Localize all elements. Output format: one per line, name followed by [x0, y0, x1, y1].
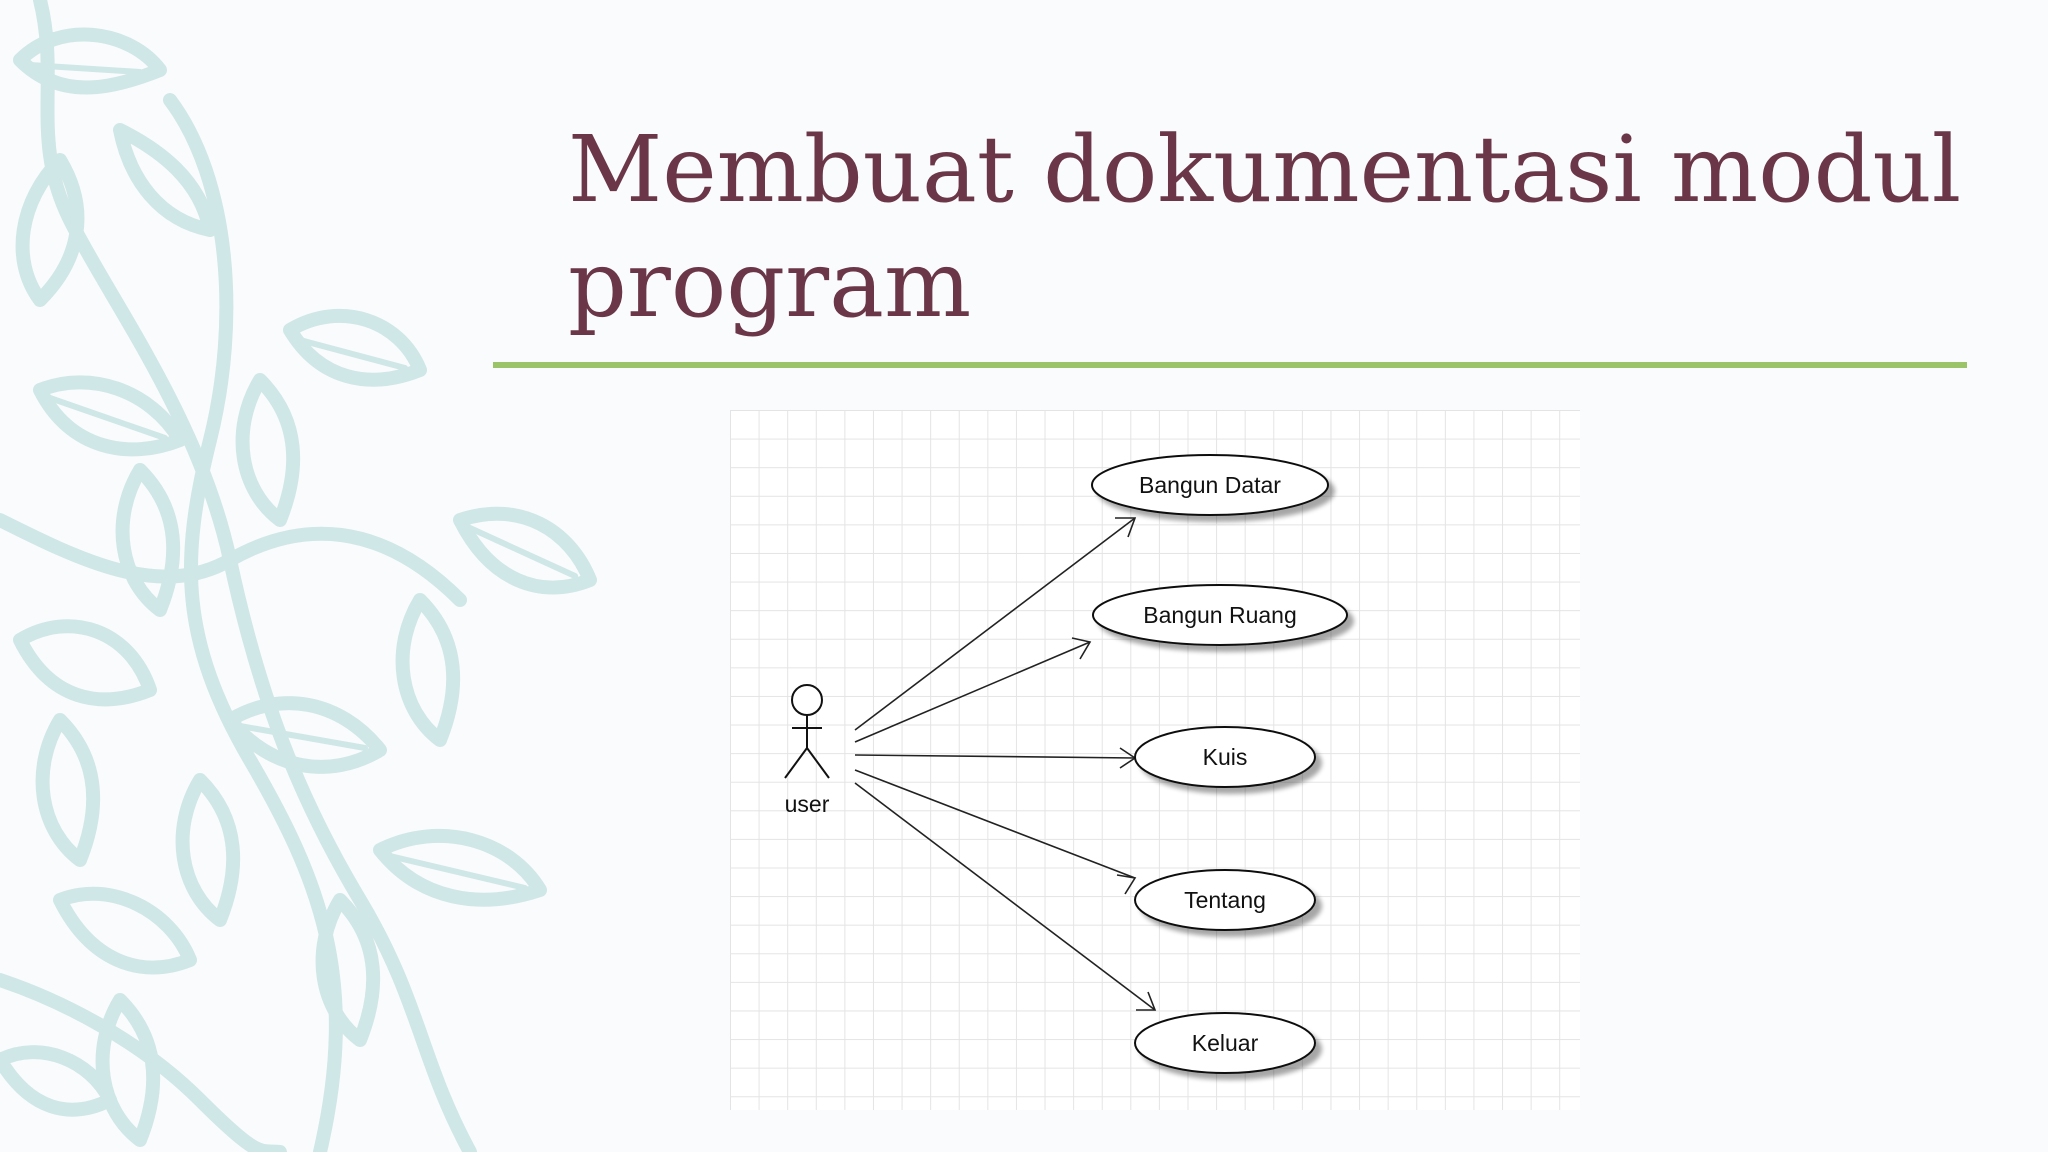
- use-case-bangun-datar: Bangun Datar: [1091, 454, 1329, 516]
- arrowhead-bangun-ruang: [1071, 637, 1092, 660]
- edge-user-bangun-datar: [854, 517, 1136, 731]
- actor-label: user: [785, 791, 830, 817]
- arrowhead-keluar: [1136, 991, 1157, 1011]
- use-case-diagram: user Bangun Datar Ba: [730, 410, 1580, 1110]
- vine-decoration: [0, 0, 597, 1152]
- use-case-ellipse: [1092, 584, 1348, 646]
- slide-title: Membuat dokumentasi modul program: [568, 116, 1962, 338]
- actor-user: [784, 684, 830, 779]
- actor-left-leg: [784, 747, 808, 779]
- title-divider: [493, 362, 1967, 368]
- use-case-keluar: Keluar: [1134, 1012, 1316, 1074]
- edge-user-bangun-ruang: [854, 641, 1091, 743]
- use-case-label: Bangun Ruang: [1143, 602, 1296, 628]
- use-case-label: Bangun Datar: [1139, 472, 1281, 498]
- use-case-bangun-ruang: Bangun Ruang: [1092, 584, 1348, 646]
- use-case-label: Kuis: [1203, 744, 1248, 770]
- use-case-label: Keluar: [1192, 1030, 1259, 1056]
- edge-user-keluar: [854, 782, 1156, 1011]
- actor-right-leg: [806, 747, 830, 779]
- use-case-ellipse: [1134, 726, 1316, 788]
- edge-user-kuis: [854, 754, 1136, 759]
- edge-user-tentang: [854, 769, 1136, 879]
- use-case-ellipse: [1091, 454, 1329, 516]
- use-case-tentang: Tentang: [1134, 869, 1316, 931]
- use-case-kuis: Kuis: [1134, 726, 1316, 788]
- arrowhead-bangun-datar: [1115, 517, 1137, 538]
- use-case-label: Tentang: [1184, 887, 1266, 913]
- actor-head: [791, 684, 823, 716]
- use-case-ellipse: [1134, 869, 1316, 931]
- arrowhead-tentang: [1116, 874, 1137, 895]
- use-case-ellipse: [1134, 1012, 1316, 1074]
